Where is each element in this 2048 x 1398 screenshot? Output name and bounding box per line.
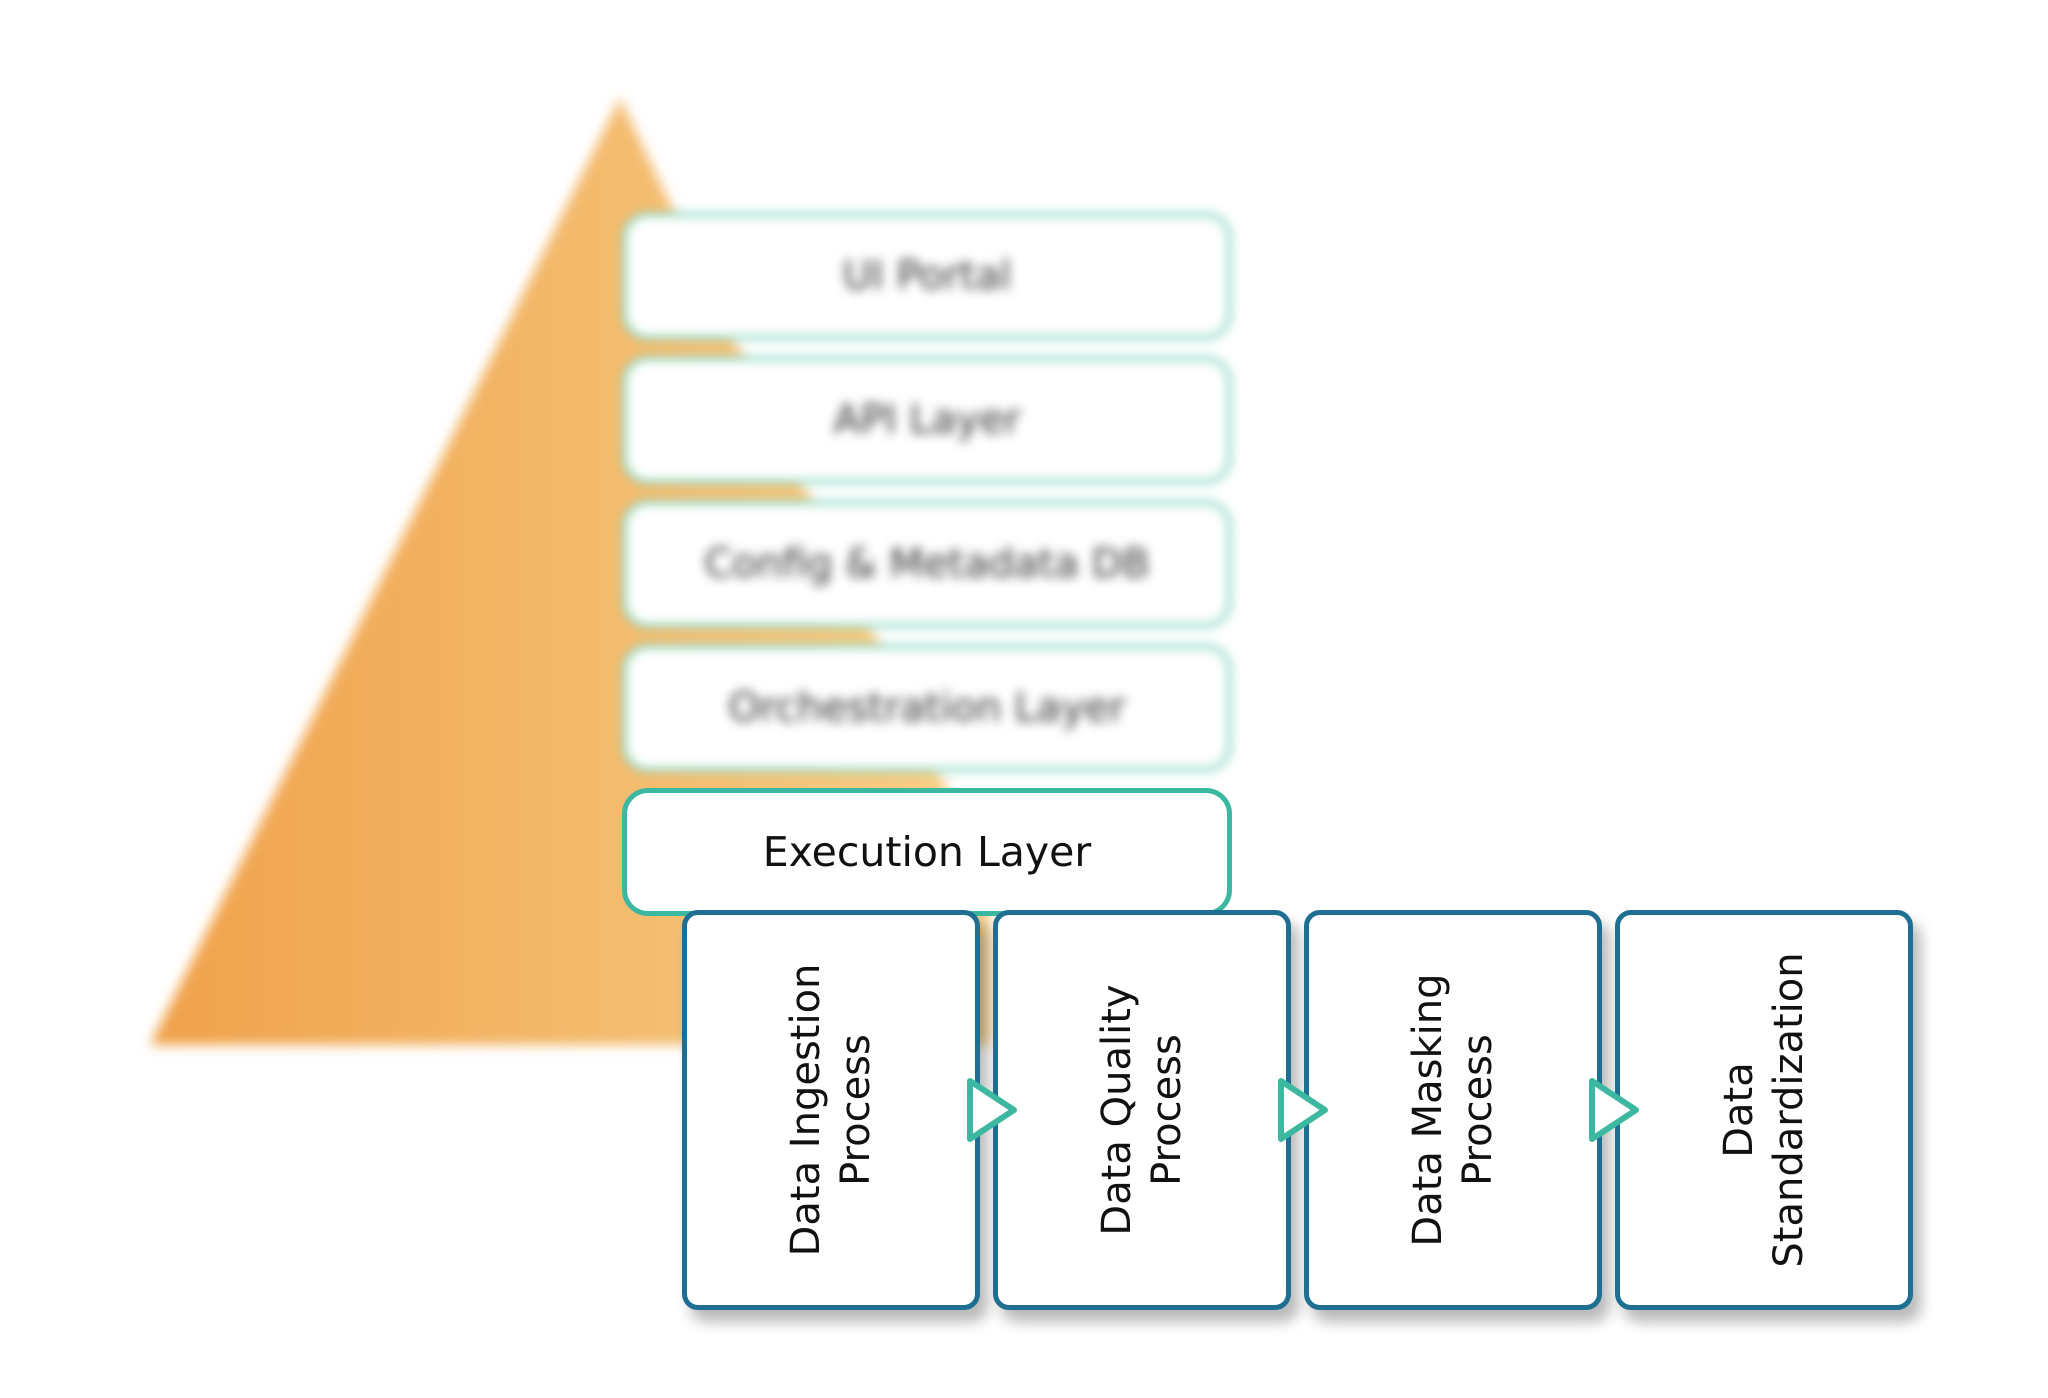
process-label: Data Quality Process <box>1092 920 1192 1300</box>
process-label-line2: Process <box>833 1034 879 1186</box>
process-label: Data Ingestion Process <box>781 920 881 1300</box>
process-label-line1: Data Ingestion <box>783 963 829 1257</box>
play-arrow-icon <box>1589 1078 1639 1142</box>
process-label-line1: Data <box>1716 1062 1762 1158</box>
process-label-line1: Data Quality <box>1094 984 1140 1236</box>
layer-label: UI Portal <box>842 253 1012 299</box>
layer-orchestration: Orchestration Layer <box>622 644 1232 772</box>
process-label: Data Masking Process <box>1403 920 1503 1300</box>
process-label-line2: Process <box>1455 1034 1501 1186</box>
layer-config-metadata-db: Config & Metadata DB <box>622 500 1232 628</box>
process-label-line2: Process <box>1144 1034 1190 1186</box>
process-label: Data Standardization <box>1714 920 1814 1300</box>
process-label-line1: Data Masking <box>1405 973 1451 1247</box>
layer-label: Orchestration Layer <box>728 685 1126 731</box>
layer-api: API Layer <box>622 356 1232 484</box>
process-label-line2: Standardization <box>1766 952 1812 1268</box>
layer-label: Execution Layer <box>762 828 1092 876</box>
process-box-ingestion: Data Ingestion Process <box>682 910 980 1310</box>
layer-label: API Layer <box>833 397 1021 443</box>
process-box-quality: Data Quality Process <box>993 910 1291 1310</box>
play-arrow-icon <box>1278 1078 1328 1142</box>
process-box-standardization: Data Standardization <box>1615 910 1913 1310</box>
play-arrow-icon <box>967 1078 1017 1142</box>
layer-label: Config & Metadata DB <box>704 541 1150 587</box>
layer-ui-portal: UI Portal <box>622 212 1232 340</box>
process-box-masking: Data Masking Process <box>1304 910 1602 1310</box>
layer-execution: Execution Layer <box>622 788 1232 916</box>
